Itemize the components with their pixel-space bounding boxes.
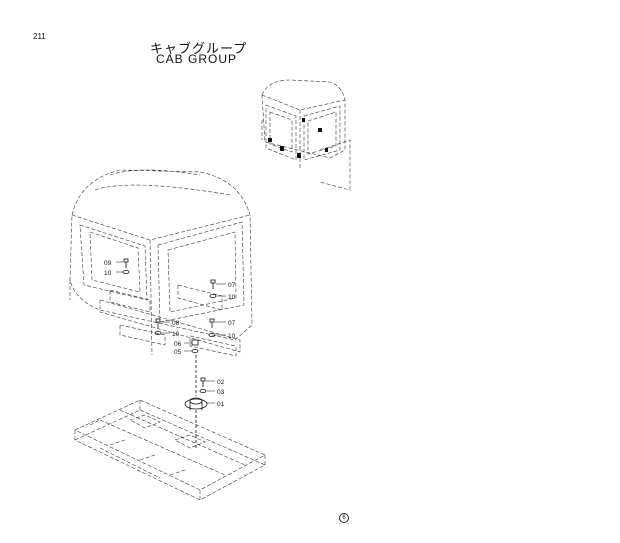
- cab-detail-marks: [268, 118, 328, 158]
- bolt-07: [209, 318, 215, 328]
- washer-10: [209, 293, 217, 298]
- cab-base-frame: [74, 399, 266, 501]
- callout-10: 10: [228, 333, 236, 340]
- footer-mark: 6: [339, 513, 349, 523]
- nut-06: [191, 339, 199, 346]
- bolt-02: [200, 377, 206, 387]
- bolt-09: [123, 258, 129, 268]
- bolt-07: [210, 279, 216, 289]
- callout-10: 10: [172, 331, 180, 338]
- mount-01: [184, 397, 208, 410]
- washer-03: [199, 388, 207, 393]
- page-title-japanese: キャブグループ: [150, 42, 248, 57]
- bolt-08: [155, 318, 161, 328]
- callout-01: 01: [217, 401, 225, 408]
- page-title: CAB GROUP: [156, 52, 238, 66]
- callout-10: 10: [228, 294, 236, 301]
- callout-10: 10: [104, 270, 112, 277]
- cab-detail-view: [261, 79, 351, 191]
- callout-02: 02: [217, 379, 225, 386]
- callout-08: 08: [172, 320, 180, 327]
- washer-10: [154, 330, 162, 335]
- callout-07: 07: [228, 282, 236, 289]
- cab-floor-plates: [99, 284, 241, 357]
- washer-10: [208, 332, 216, 337]
- washer-05: [191, 348, 199, 353]
- callout-06: 06: [174, 341, 182, 348]
- callout-07: 07: [228, 320, 236, 327]
- cab-main-view: [69, 169, 253, 356]
- washer-10: [122, 269, 130, 274]
- callout-09: 09: [104, 260, 112, 267]
- callout-05: 05: [174, 349, 182, 356]
- page-number: 211: [33, 32, 46, 41]
- callout-03: 03: [217, 389, 225, 396]
